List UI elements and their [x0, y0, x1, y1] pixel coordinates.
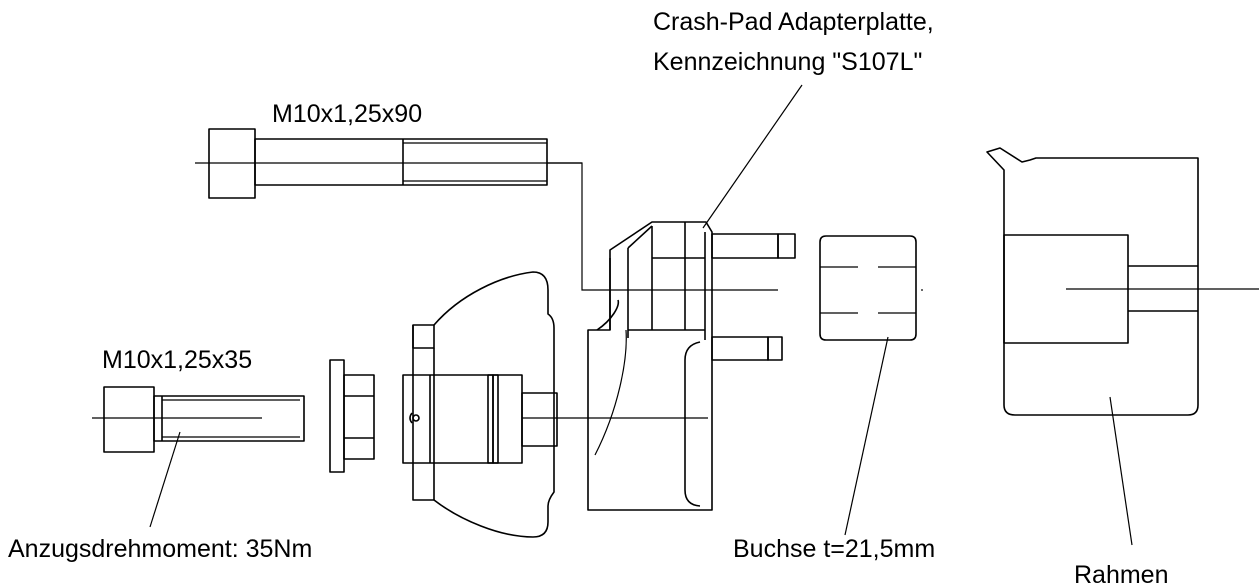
bushing-label: Buchse t=21,5mm [733, 535, 935, 563]
bushing [819, 235, 923, 341]
torque-leader [149, 431, 181, 528]
long-bolt-axis-path [547, 162, 778, 291]
adapter-label-line2: Kennzeichnung "S107L" [653, 48, 922, 76]
long-bolt-label: M10x1,25x90 [272, 100, 422, 128]
torque-label: Anzugsdrehmoment: 35Nm [8, 535, 312, 563]
adapter-label-line1: Crash-Pad Adapterplatte, [653, 8, 934, 36]
short-bolt [92, 386, 305, 453]
frame-leader [1109, 396, 1133, 546]
bushing-leader [844, 336, 889, 536]
long-bolt [195, 128, 582, 199]
short-bolt-label: M10x1,25x35 [102, 346, 252, 374]
mounting-bracket [402, 271, 708, 538]
frame-label: Rahmen [1074, 561, 1169, 587]
adapter-leader [702, 84, 803, 229]
frame [986, 147, 1259, 416]
nut-washer [329, 359, 375, 473]
crash-pad-adapter-plate [587, 221, 796, 511]
